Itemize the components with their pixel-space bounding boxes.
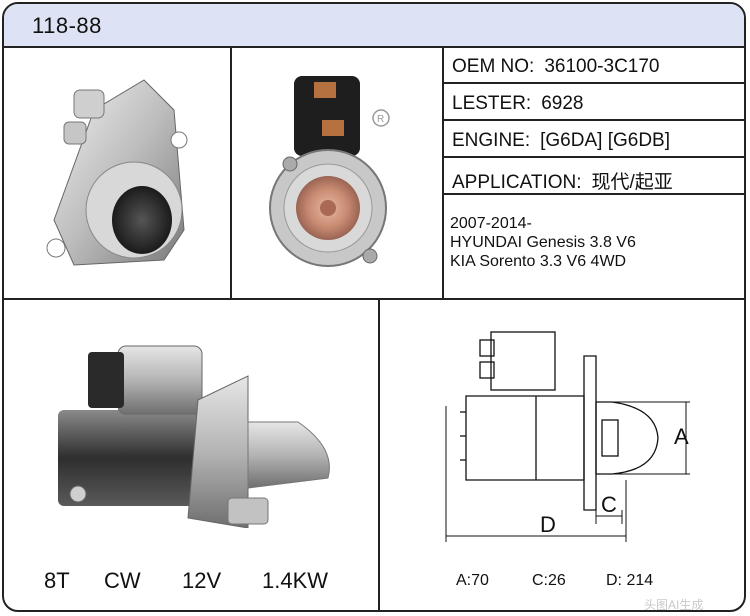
dimension-label-d: D — [540, 512, 556, 537]
dimension-d-label: D: — [606, 572, 622, 589]
spec-application: APPLICATION: 现代/起亚 — [452, 167, 673, 194]
application-line: 2007-2014- — [450, 215, 532, 232]
divider — [230, 46, 232, 300]
divider — [442, 82, 744, 84]
svg-text:R: R — [377, 114, 384, 125]
spec-oem: OEM NO: 36100-3C170 — [452, 56, 660, 78]
watermark: 头图AI生成 — [644, 598, 704, 612]
teeth-count: 8T — [44, 568, 70, 593]
spec-value: 现代/起亚 — [591, 172, 673, 193]
spec-lester: LESTER: 6928 — [452, 93, 583, 115]
rotation: CW — [104, 568, 141, 593]
starter-side-photo — [46, 79, 188, 266]
dimension-c-label: C: — [532, 572, 548, 589]
spec-value: [G6DA] [G6DB] — [540, 130, 670, 151]
divider — [442, 119, 744, 121]
part-number: 118-88 — [32, 13, 102, 38]
dimension-c: C:26 — [532, 572, 566, 590]
spec-label: OEM NO: — [452, 56, 535, 77]
divider — [4, 298, 744, 300]
spec-label: ENGINE: — [452, 130, 531, 151]
dimension-d: D: 214 — [606, 572, 653, 590]
spec-engine: ENGINE: [G6DA] [G6DB] — [452, 130, 670, 152]
spec-value: 36100-3C170 — [544, 56, 660, 77]
divider — [378, 298, 380, 610]
starter-full-photo — [58, 345, 330, 528]
dimension-a-value: 70 — [471, 572, 489, 589]
header-bar: 118-88 — [4, 4, 744, 48]
divider — [442, 193, 744, 195]
spec-value: 6928 — [541, 93, 584, 114]
spec-label: APPLICATION: — [452, 172, 582, 193]
dimension-label-a: A — [674, 424, 689, 449]
dimension-label-c: C — [601, 492, 617, 517]
spec-label: LESTER: — [452, 93, 532, 114]
dimension-c-value: 26 — [548, 572, 566, 589]
dimension-a-label: A: — [456, 572, 472, 589]
power: 1.4KW — [262, 568, 329, 593]
voltage: 12V — [182, 568, 222, 593]
dimension-d-value: 214 — [626, 572, 654, 589]
application-list: 2007-2014- HYUNDAI Genesis 3.8 V6 KIA So… — [450, 214, 636, 271]
starter-end-photo: R — [269, 76, 390, 267]
application-line: HYUNDAI Genesis 3.8 V6 — [450, 234, 636, 251]
dimension-diagram: A C D — [445, 331, 690, 542]
application-line: KIA Sorento 3.3 V6 4WD — [450, 253, 627, 270]
dimension-a: A:70 — [456, 572, 489, 590]
divider — [442, 46, 444, 300]
divider — [442, 156, 744, 158]
